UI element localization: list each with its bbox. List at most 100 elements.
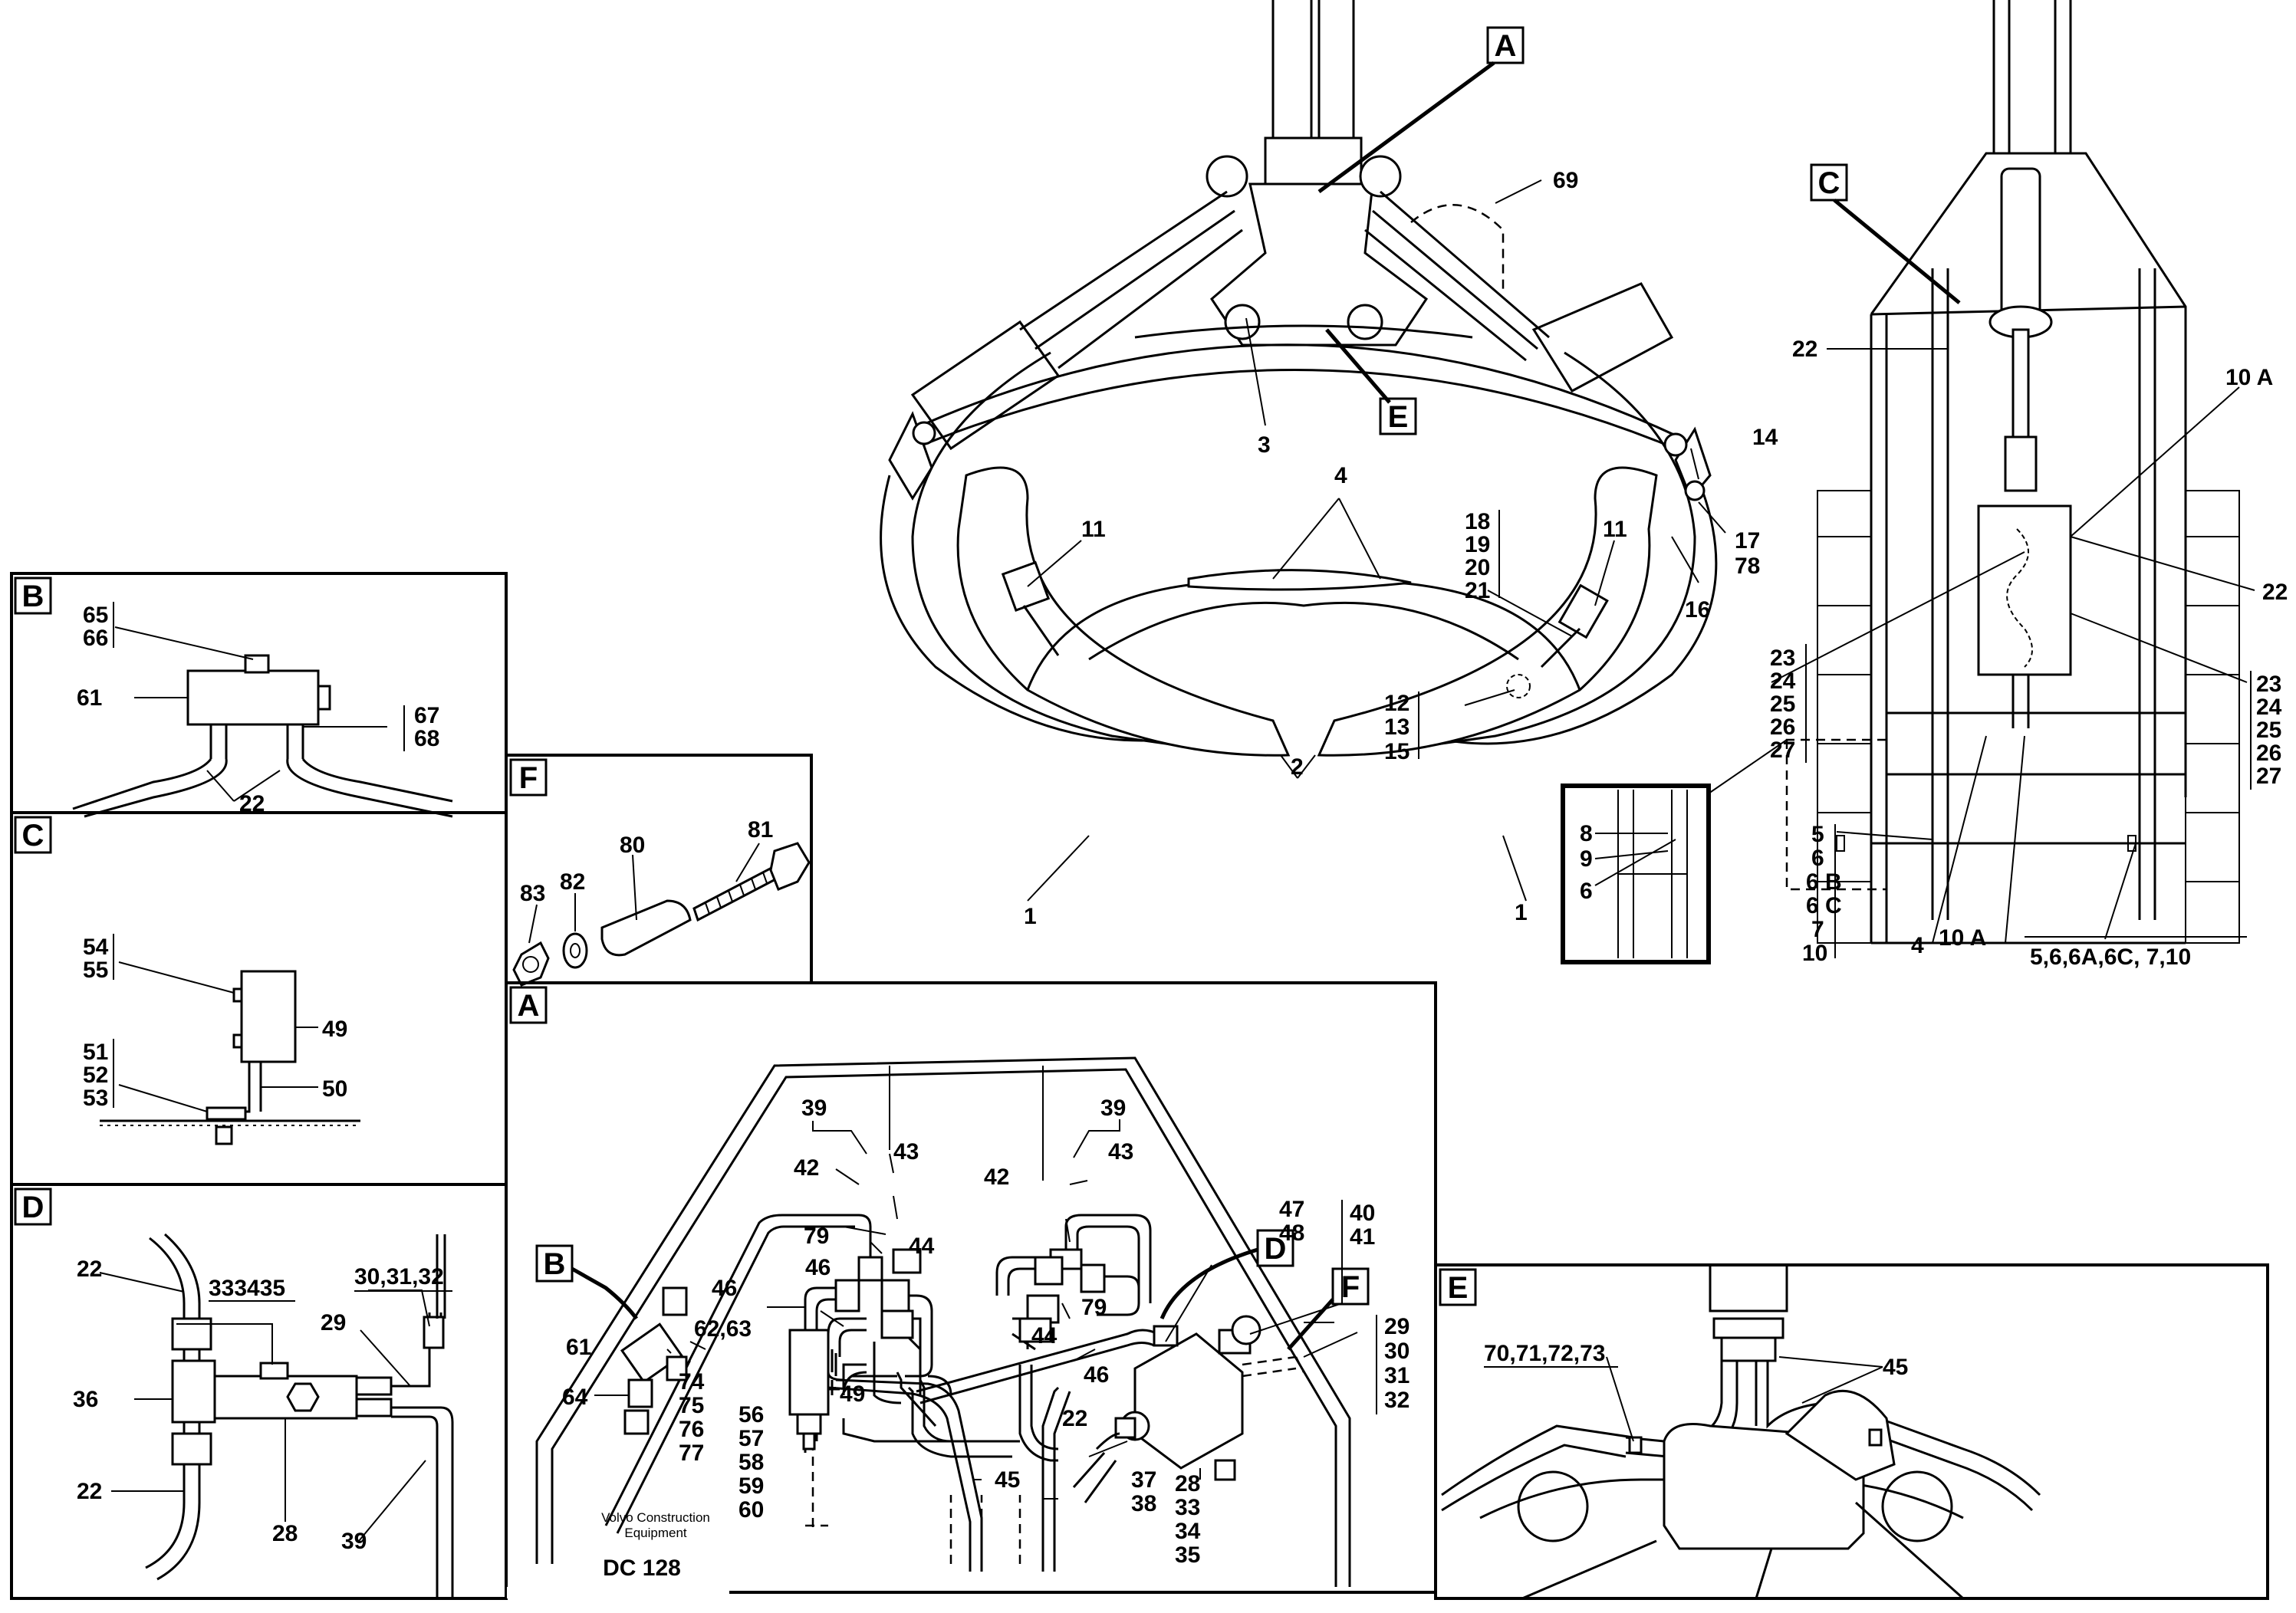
label-45-a: 45	[995, 1467, 1020, 1493]
label-23-left: 23	[1770, 646, 1795, 671]
panel-f: F 83 82 80 81	[505, 754, 813, 987]
callout-box-c-side	[1810, 163, 1848, 202]
label-24-left: 24	[1770, 669, 1796, 694]
label-76: 76	[679, 1417, 704, 1442]
callout-letter-b-in-a: B	[544, 1247, 566, 1281]
label-6-side: 6	[1811, 846, 1824, 871]
label-22-a: 22	[1062, 1406, 1087, 1431]
label-39-a-right: 39	[1100, 1096, 1126, 1121]
label-13: 13	[1384, 715, 1410, 740]
part-80-sleeve	[600, 899, 692, 957]
label-44-a-left: 44	[909, 1234, 935, 1259]
label-82: 82	[560, 869, 585, 895]
callout-letter-a-panel: A	[518, 989, 540, 1023]
part-49-box	[240, 970, 297, 1063]
label-42-a-right: 42	[984, 1165, 1009, 1190]
callout-letter-b: B	[22, 580, 44, 613]
label-55: 55	[83, 958, 108, 983]
drawing-code: DC 128	[603, 1556, 681, 1581]
label-12: 12	[1384, 691, 1410, 716]
callout-box-d-panel	[14, 1188, 52, 1226]
label-49-a: 49	[840, 1381, 865, 1407]
label-30-31-32: 30,31,32	[354, 1264, 444, 1289]
label-41: 41	[1350, 1224, 1375, 1250]
label-22-side-top: 22	[1792, 337, 1817, 362]
callout-letter-e-main: E	[1388, 400, 1409, 434]
label-inset-8: 8	[1580, 821, 1593, 846]
label-43-a-left: 43	[893, 1139, 919, 1165]
label-65: 65	[83, 603, 108, 628]
label-10-side: 10	[1802, 941, 1827, 966]
part-83-nut	[512, 941, 550, 987]
label-3: 3	[1258, 432, 1271, 458]
label-4-side: 4	[1911, 933, 1924, 958]
label-37: 37	[1131, 1467, 1156, 1493]
label-32-a: 32	[1384, 1388, 1410, 1413]
company-name-line1: Volvo Construction	[601, 1510, 710, 1525]
callout-box-e-panel	[1439, 1268, 1477, 1306]
label-6c: 6 C	[1806, 893, 1842, 918]
callout-box-f-panel	[509, 758, 548, 797]
panel-d: D 22 333435 30,31,32 29 36 22 28 39	[10, 1183, 508, 1600]
callout-box-d-in-a	[1256, 1229, 1294, 1267]
label-78: 78	[1735, 554, 1760, 579]
label-68: 68	[414, 726, 439, 751]
panel-e: E 70,71,72,73 45	[1434, 1263, 2269, 1600]
label-17: 17	[1735, 528, 1760, 554]
callout-letter-c-side: C	[1818, 166, 1840, 200]
label-31-a: 31	[1384, 1363, 1410, 1388]
label-45-e: 45	[1883, 1355, 1908, 1380]
label-bottom-list: 5,6,6A,6C, 7,10	[2030, 944, 2191, 970]
part-49-valve	[788, 1329, 830, 1416]
label-61-b: 61	[77, 685, 102, 711]
label-39-a-left: 39	[801, 1096, 827, 1121]
label-57: 57	[738, 1426, 764, 1451]
label-7: 7	[1811, 917, 1824, 942]
label-18: 18	[1465, 509, 1490, 534]
callout-box-b	[14, 577, 52, 615]
label-56: 56	[738, 1402, 764, 1427]
callout-letter-d-in-a: D	[1265, 1232, 1287, 1266]
label-69: 69	[1553, 168, 1578, 193]
label-48: 48	[1279, 1220, 1304, 1246]
label-53: 53	[83, 1086, 108, 1111]
label-24-right: 24	[2256, 695, 2282, 720]
label-83: 83	[520, 881, 545, 906]
label-75: 75	[679, 1393, 704, 1418]
label-33: 33	[1175, 1495, 1200, 1520]
label-27-left: 27	[1770, 738, 1795, 763]
label-11-left: 11	[1081, 517, 1106, 542]
label-46-a-right: 46	[1084, 1362, 1109, 1388]
label-38: 38	[1131, 1491, 1156, 1516]
panel-c: C 54 55 49 51 52 53 50	[10, 811, 508, 1186]
label-1-left: 1	[1024, 904, 1037, 929]
label-62-63: 62,63	[694, 1316, 752, 1342]
label-4-main: 4	[1334, 463, 1347, 488]
label-15: 15	[1384, 739, 1410, 764]
label-79-a-right: 79	[1081, 1295, 1107, 1320]
part-81-bolt-head	[769, 842, 811, 891]
label-inset-6: 6	[1580, 879, 1593, 904]
label-44-a-right: 44	[1031, 1323, 1058, 1349]
label-64: 64	[562, 1385, 588, 1410]
part-61-block	[186, 669, 320, 726]
main-grapple-view: A E 69 3 4 11 11 14 17 78 16 18 19 20 21…	[880, 0, 1778, 929]
callout-box-a-panel	[509, 986, 548, 1024]
label-16: 16	[1685, 597, 1710, 623]
callout-letter-e-panel: E	[1448, 1271, 1469, 1305]
label-20: 20	[1465, 555, 1490, 580]
label-21: 21	[1465, 578, 1490, 603]
label-25-right: 25	[2256, 718, 2281, 743]
label-47: 47	[1279, 1197, 1304, 1222]
callout-box-b-in-a	[535, 1244, 574, 1283]
label-14: 14	[1752, 425, 1778, 450]
label-49-c: 49	[322, 1017, 347, 1042]
label-30-a: 30	[1384, 1339, 1410, 1364]
label-36: 36	[73, 1387, 98, 1412]
label-5-side: 5	[1811, 822, 1824, 847]
label-35: 35	[1175, 1542, 1200, 1568]
callout-box-a	[1486, 26, 1525, 64]
label-19: 19	[1465, 532, 1490, 557]
label-10a-top: 10 A	[2225, 365, 2273, 390]
